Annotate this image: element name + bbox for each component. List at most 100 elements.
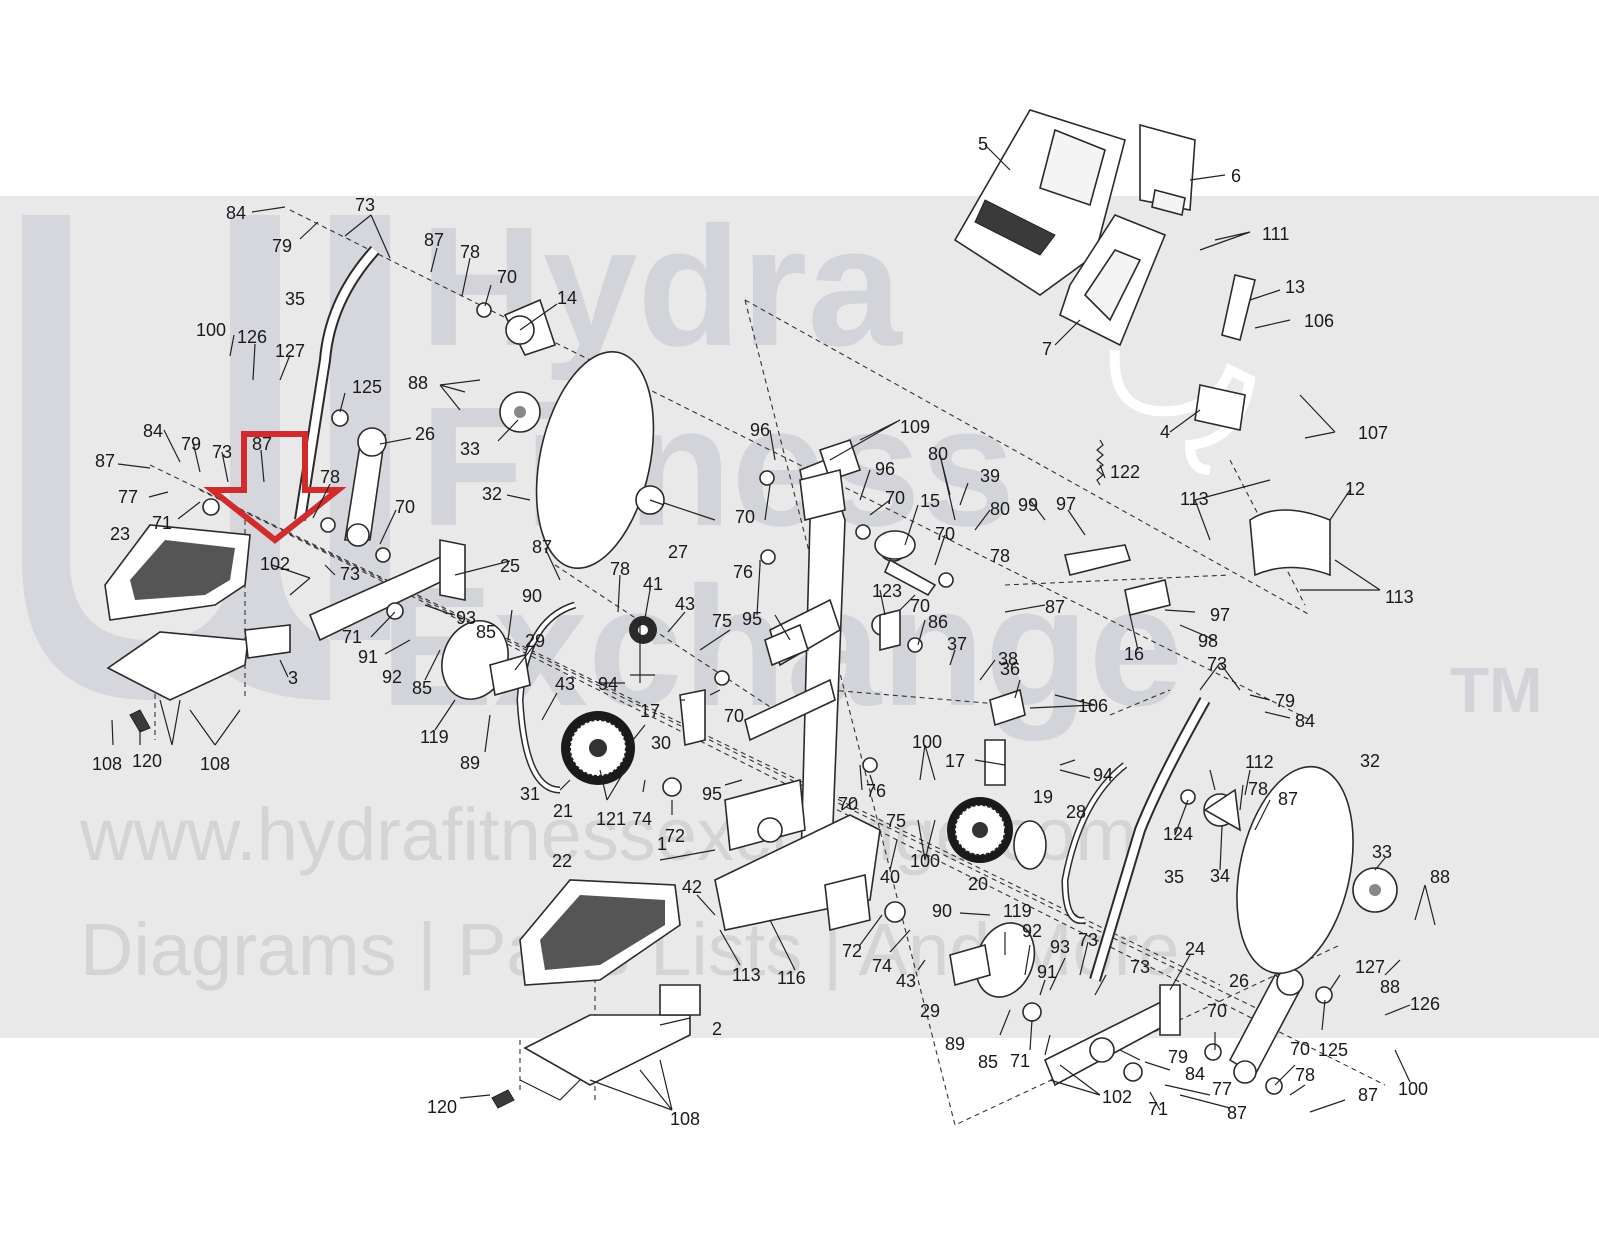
label-89a: 89	[460, 753, 480, 773]
label-20: 20	[968, 874, 988, 894]
main-frame-part-1	[714, 438, 881, 931]
label-5: 5	[978, 134, 988, 154]
label-84a: 84	[226, 203, 246, 223]
label-95b: 95	[702, 784, 722, 804]
label-125a: 125	[352, 377, 382, 397]
label-87h: 87	[1358, 1085, 1378, 1105]
label-13: 13	[1285, 277, 1305, 297]
label-76b: 76	[866, 781, 886, 801]
label-107: 107	[1358, 423, 1388, 443]
label-99: 99	[1018, 495, 1038, 515]
label-17b: 17	[945, 751, 965, 771]
label-113b: 113	[1385, 587, 1414, 607]
label-1: 1	[657, 834, 667, 854]
label-77a: 77	[118, 487, 138, 507]
label-85c: 85	[978, 1052, 998, 1072]
label-100a: 100	[196, 320, 226, 340]
belt-part-31	[516, 601, 577, 794]
pulley-part-41	[629, 616, 657, 644]
label-126b: 126	[1410, 994, 1440, 1014]
watermark-logo-mark-inner	[330, 215, 390, 640]
label-34: 34	[1210, 866, 1230, 886]
label-36: 36	[1000, 659, 1020, 679]
foot-cap-part-120-right	[491, 1089, 515, 1109]
label-102a: 102	[260, 554, 290, 574]
label-71d: 71	[1148, 1099, 1168, 1119]
left-arm-part-35	[294, 245, 380, 521]
label-92b: 92	[1022, 921, 1042, 941]
label-116: 116	[777, 968, 806, 988]
bracket-part-36	[989, 688, 1026, 727]
hub-part-34	[1203, 788, 1241, 832]
spring-part-122	[1096, 439, 1104, 486]
label-127a: 127	[275, 341, 305, 361]
label-3: 3	[288, 668, 298, 688]
label-106b: 106	[1304, 311, 1334, 331]
label-40: 40	[880, 867, 900, 887]
label-70g: 70	[724, 706, 744, 726]
label-24: 24	[1185, 939, 1205, 959]
label-87a: 87	[424, 230, 444, 250]
link-arm-part-26-left	[344, 427, 387, 547]
label-91b: 91	[1037, 962, 1057, 982]
label-91a: 91	[358, 647, 378, 667]
label-124: 124	[1163, 824, 1193, 844]
pulley-part-33-left	[499, 391, 541, 433]
label-15: 15	[920, 491, 940, 511]
label-74b: 74	[872, 956, 892, 976]
label-71b: 71	[342, 627, 362, 647]
label-79c: 79	[1275, 691, 1295, 711]
label-109: 109	[900, 417, 930, 437]
label-80a: 80	[928, 444, 948, 464]
label-79d: 79	[1168, 1047, 1188, 1067]
label-119b: 119	[1003, 901, 1032, 921]
bracket-part-29-right	[949, 943, 991, 987]
label-70a: 70	[395, 497, 415, 517]
pedal-arm-part-25	[308, 539, 466, 642]
label-70e: 70	[935, 524, 955, 544]
bracket-part-15	[874, 530, 937, 597]
label-14: 14	[557, 288, 577, 308]
label-31: 31	[520, 784, 540, 804]
shroud-part-12	[1249, 509, 1331, 577]
label-85a: 85	[476, 622, 496, 642]
label-29a: 29	[525, 631, 545, 651]
label-108b: 108	[200, 754, 230, 774]
label-80b: 80	[990, 499, 1010, 519]
label-72a: 72	[665, 826, 685, 846]
label-73d: 73	[1207, 654, 1227, 674]
bracket-part-109	[799, 469, 846, 521]
label-112: 112	[1245, 752, 1274, 772]
flywheel-disc-part-32-right	[1236, 765, 1354, 975]
label-70c: 70	[735, 507, 755, 527]
pulley-part-33-right	[1352, 867, 1398, 913]
label-25: 25	[500, 556, 520, 576]
flywheel-disc-part-32-left	[535, 350, 655, 570]
label-22: 22	[552, 851, 572, 871]
label-74a: 74	[632, 809, 652, 829]
label-96b: 96	[875, 459, 895, 479]
label-43c: 43	[896, 971, 916, 991]
label-29b: 29	[920, 1001, 940, 1021]
label-6: 6	[1231, 166, 1241, 186]
label-23: 23	[110, 524, 130, 544]
label-94b: 94	[1093, 765, 1113, 785]
label-113a: 113	[1180, 489, 1209, 509]
label-39: 39	[980, 466, 1000, 486]
label-120a: 120	[132, 751, 162, 771]
label-72b: 72	[842, 941, 862, 961]
bracket-part-16	[1064, 544, 1171, 616]
label-73f: 73	[1130, 957, 1150, 977]
label-97a: 97	[1056, 494, 1076, 514]
label-77b: 77	[1212, 1079, 1232, 1099]
label-12: 12	[1345, 479, 1365, 499]
label-33b: 33	[1372, 842, 1392, 862]
label-28: 28	[1066, 802, 1086, 822]
label-121: 121	[596, 809, 626, 829]
pedal-part-23	[104, 524, 251, 621]
pedal-plate-part-2	[523, 984, 701, 1086]
label-102b: 102	[1102, 1087, 1132, 1107]
label-87c: 87	[252, 434, 272, 454]
label-71c: 71	[1010, 1051, 1030, 1071]
